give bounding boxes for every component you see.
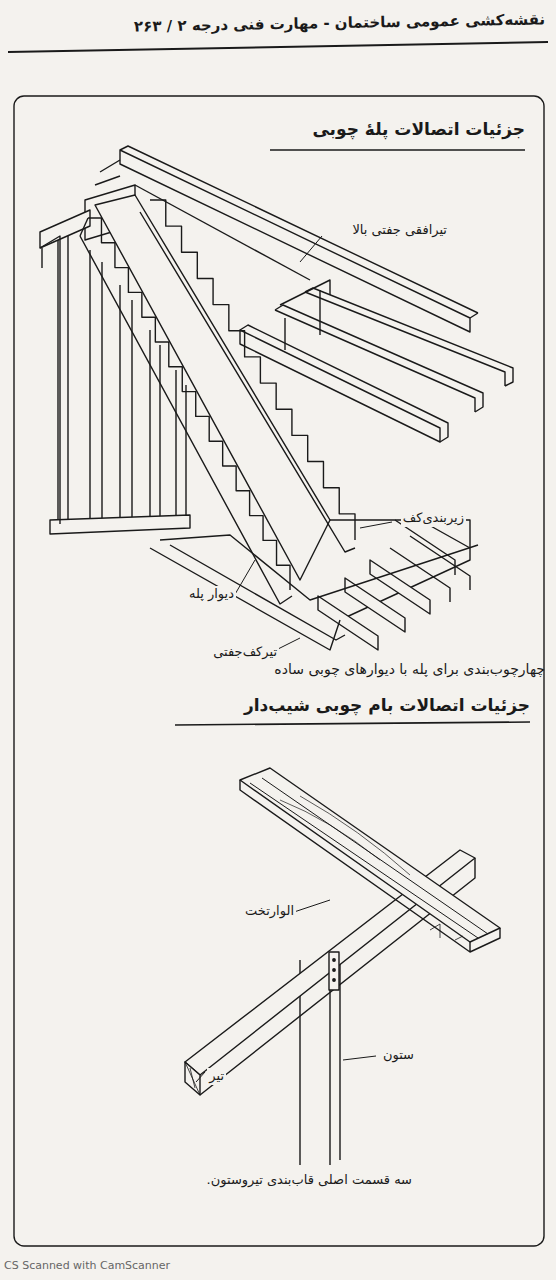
heading-underline	[270, 149, 525, 151]
figure-caption: سه قسمت اصلی قاب‌بندی تیروستون.	[207, 1172, 412, 1189]
stair-stringers	[80, 200, 355, 604]
stair-wall	[95, 195, 330, 580]
roof-detail	[185, 768, 500, 1165]
watermark: CS Scanned with CamScanner	[4, 1259, 170, 1273]
part-label: دیوار پله	[187, 586, 236, 603]
page-frame	[14, 96, 544, 1246]
part-label: ستون	[381, 1047, 416, 1064]
metal-strap	[329, 952, 339, 990]
header-rule	[8, 42, 548, 52]
heading-underline	[175, 722, 530, 725]
section-heading: جزئیات اتصالات بام چوبی شیب‌دار	[244, 694, 530, 716]
part-label: تیرافقی جفتی بالا	[350, 222, 449, 239]
part-label: الوارتخت	[243, 903, 296, 920]
leader-line	[234, 236, 392, 652]
part-label: تیر	[207, 1068, 226, 1085]
part-label: تیرکف‌جفتی	[211, 644, 279, 661]
section-heading: جزئیات اتصالات پلهٔ چوبی	[312, 118, 525, 140]
leader-line	[196, 900, 376, 1082]
figure-caption: چهارچوب‌بندی برای پله با دیوارهای چوبی س…	[274, 660, 545, 678]
part-label: زیربندی‌کف	[401, 510, 466, 527]
page-header: نقشه‌کشی عمومی ساختمان - مهارت فنی درجه …	[133, 10, 544, 37]
